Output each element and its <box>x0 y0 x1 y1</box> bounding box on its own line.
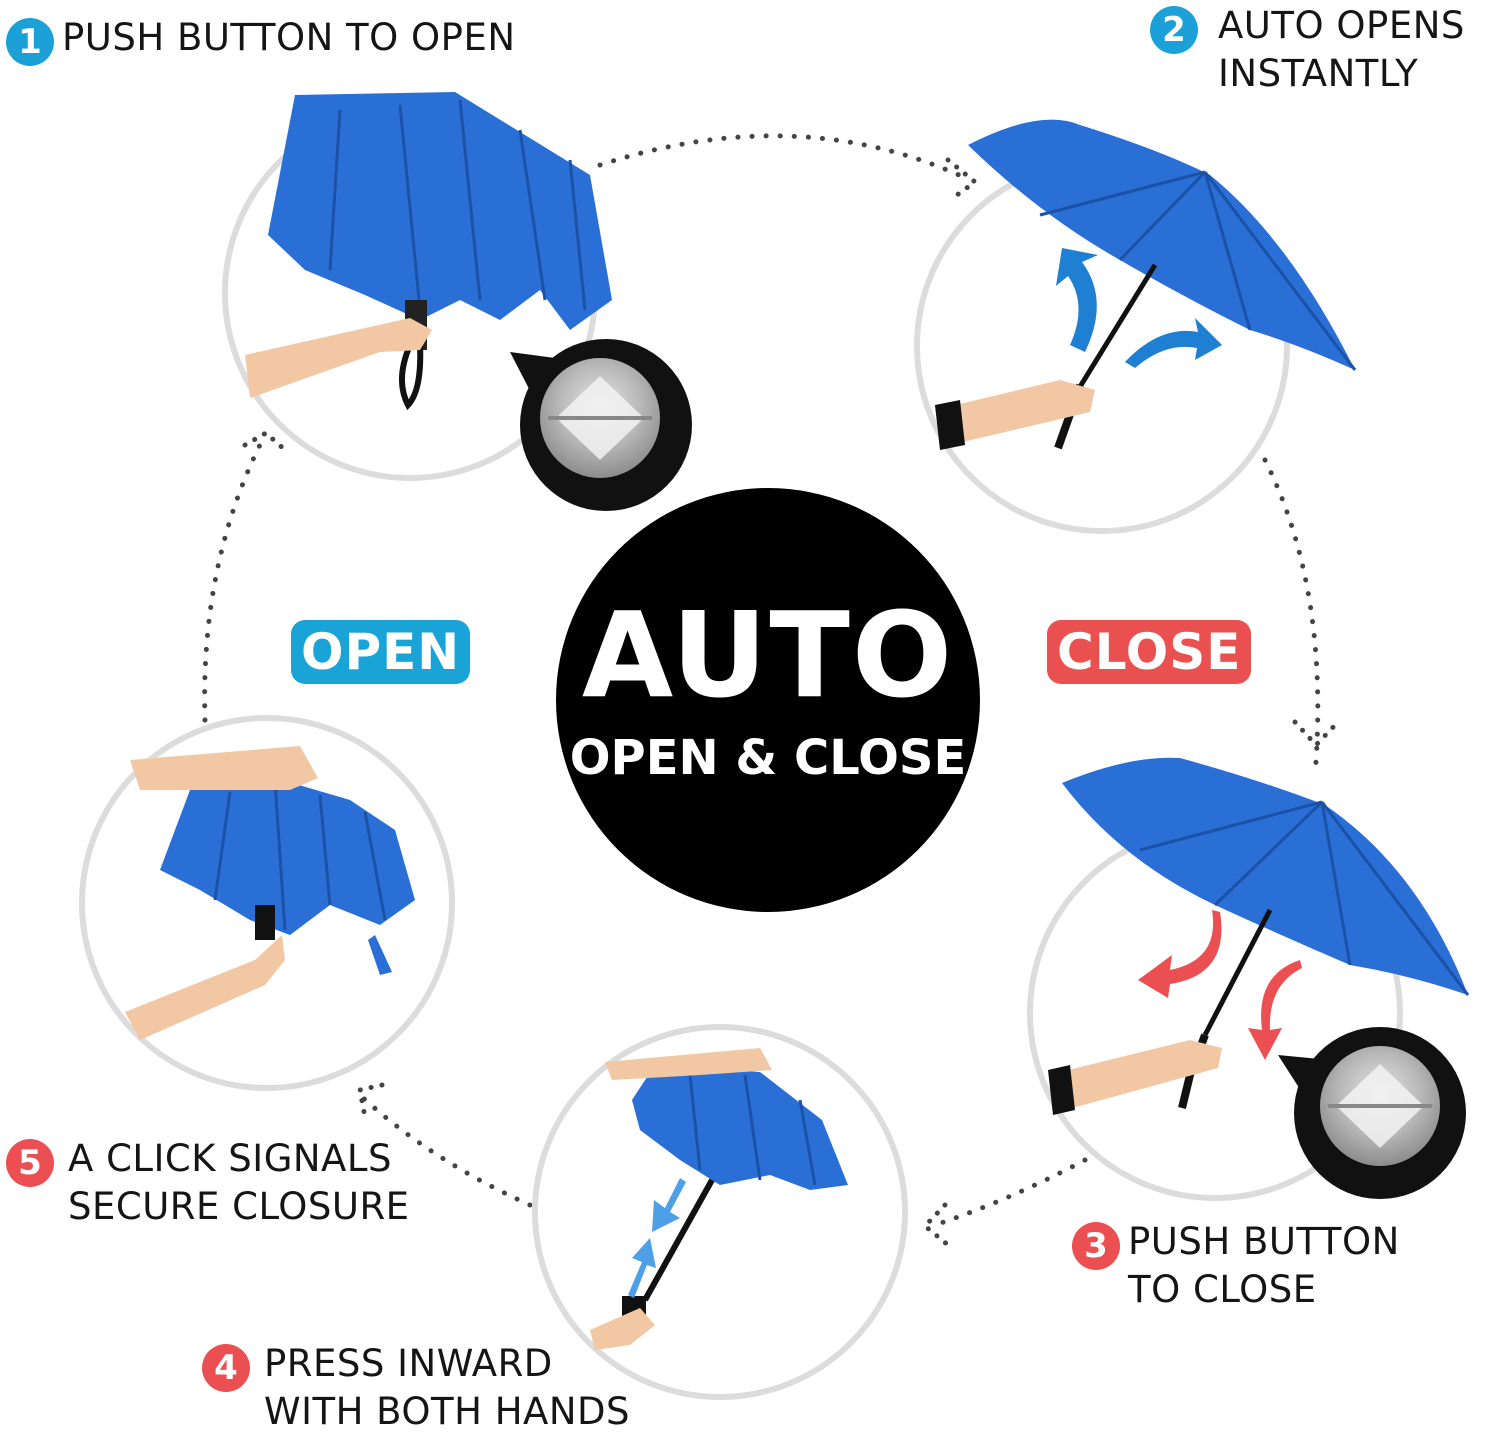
step-3-text: PUSH BUTTON TO CLOSE <box>1128 1218 1400 1314</box>
step1-umbrella <box>245 92 612 411</box>
step-1-text: PUSH BUTTON TO OPEN <box>62 14 516 62</box>
push-button-icon <box>1278 1027 1466 1199</box>
close-label: CLOSE <box>1047 620 1252 684</box>
step-4-text: PRESS INWARD WITH BOTH HANDS <box>258 1340 630 1436</box>
dotted-arrow-1-2 <box>597 133 973 183</box>
step-3-badge: 3 <box>1072 1222 1120 1270</box>
step-2-line-2: INSTANTLY <box>1218 52 1419 95</box>
step-1-caption: 1 PUSH BUTTON TO OPEN <box>6 14 516 66</box>
step-2-text: AUTO OPENS INSTANTLY <box>1206 2 1465 98</box>
cycle-path <box>202 133 1321 1228</box>
step-2-line-1: AUTO OPENS <box>1218 4 1465 47</box>
press-arrow-icon <box>628 1178 686 1298</box>
step-5-caption: 5 A CLICK SIGNALS SECURE CLOSURE <box>6 1135 410 1231</box>
step4-umbrella <box>590 1048 848 1350</box>
step-1-line-1: PUSH BUTTON TO OPEN <box>62 16 516 59</box>
step-3-caption: 3 PUSH BUTTON TO CLOSE <box>1072 1218 1400 1314</box>
step3-umbrella <box>1048 757 1470 1115</box>
step5-umbrella <box>125 746 415 1040</box>
step-5-line-2: SECURE CLOSURE <box>68 1185 410 1228</box>
push-button-icon <box>510 339 692 511</box>
step-4-line-2: WITH BOTH HANDS <box>264 1390 631 1433</box>
center-subtitle: OPEN & CLOSE <box>569 730 967 786</box>
step-2-caption: 2 AUTO OPENS INSTANTLY <box>1150 2 1465 98</box>
close-arrow-icon <box>1138 910 1302 1060</box>
dotted-arrow-3-4 <box>932 1157 1088 1228</box>
step-2-badge: 2 <box>1150 6 1198 54</box>
step2-umbrella <box>935 119 1357 450</box>
step-4-line-1: PRESS INWARD <box>264 1342 553 1385</box>
step-4-caption: 4 PRESS INWARD WITH BOTH HANDS <box>202 1340 630 1436</box>
dotted-arrow-heads <box>242 157 1341 1248</box>
dotted-arrow-5-1 <box>202 432 268 723</box>
step-5-text: A CLICK SIGNALS SECURE CLOSURE <box>62 1135 410 1231</box>
step-5-badge: 5 <box>6 1139 54 1187</box>
step-1-badge: 1 <box>6 18 54 66</box>
center-disc <box>556 488 980 912</box>
step-4-badge: 4 <box>202 1344 250 1392</box>
open-label: OPEN <box>291 620 471 684</box>
step-3-line-1: PUSH BUTTON <box>1128 1220 1400 1263</box>
center-title: AUTO <box>581 586 955 724</box>
dotted-arrow-2-3 <box>1262 457 1321 778</box>
dotted-arrow-4-5 <box>357 1092 533 1208</box>
step-5-line-1: A CLICK SIGNALS <box>68 1137 392 1180</box>
open-arrow-icon <box>1056 248 1222 368</box>
step-3-line-2: TO CLOSE <box>1128 1268 1317 1311</box>
